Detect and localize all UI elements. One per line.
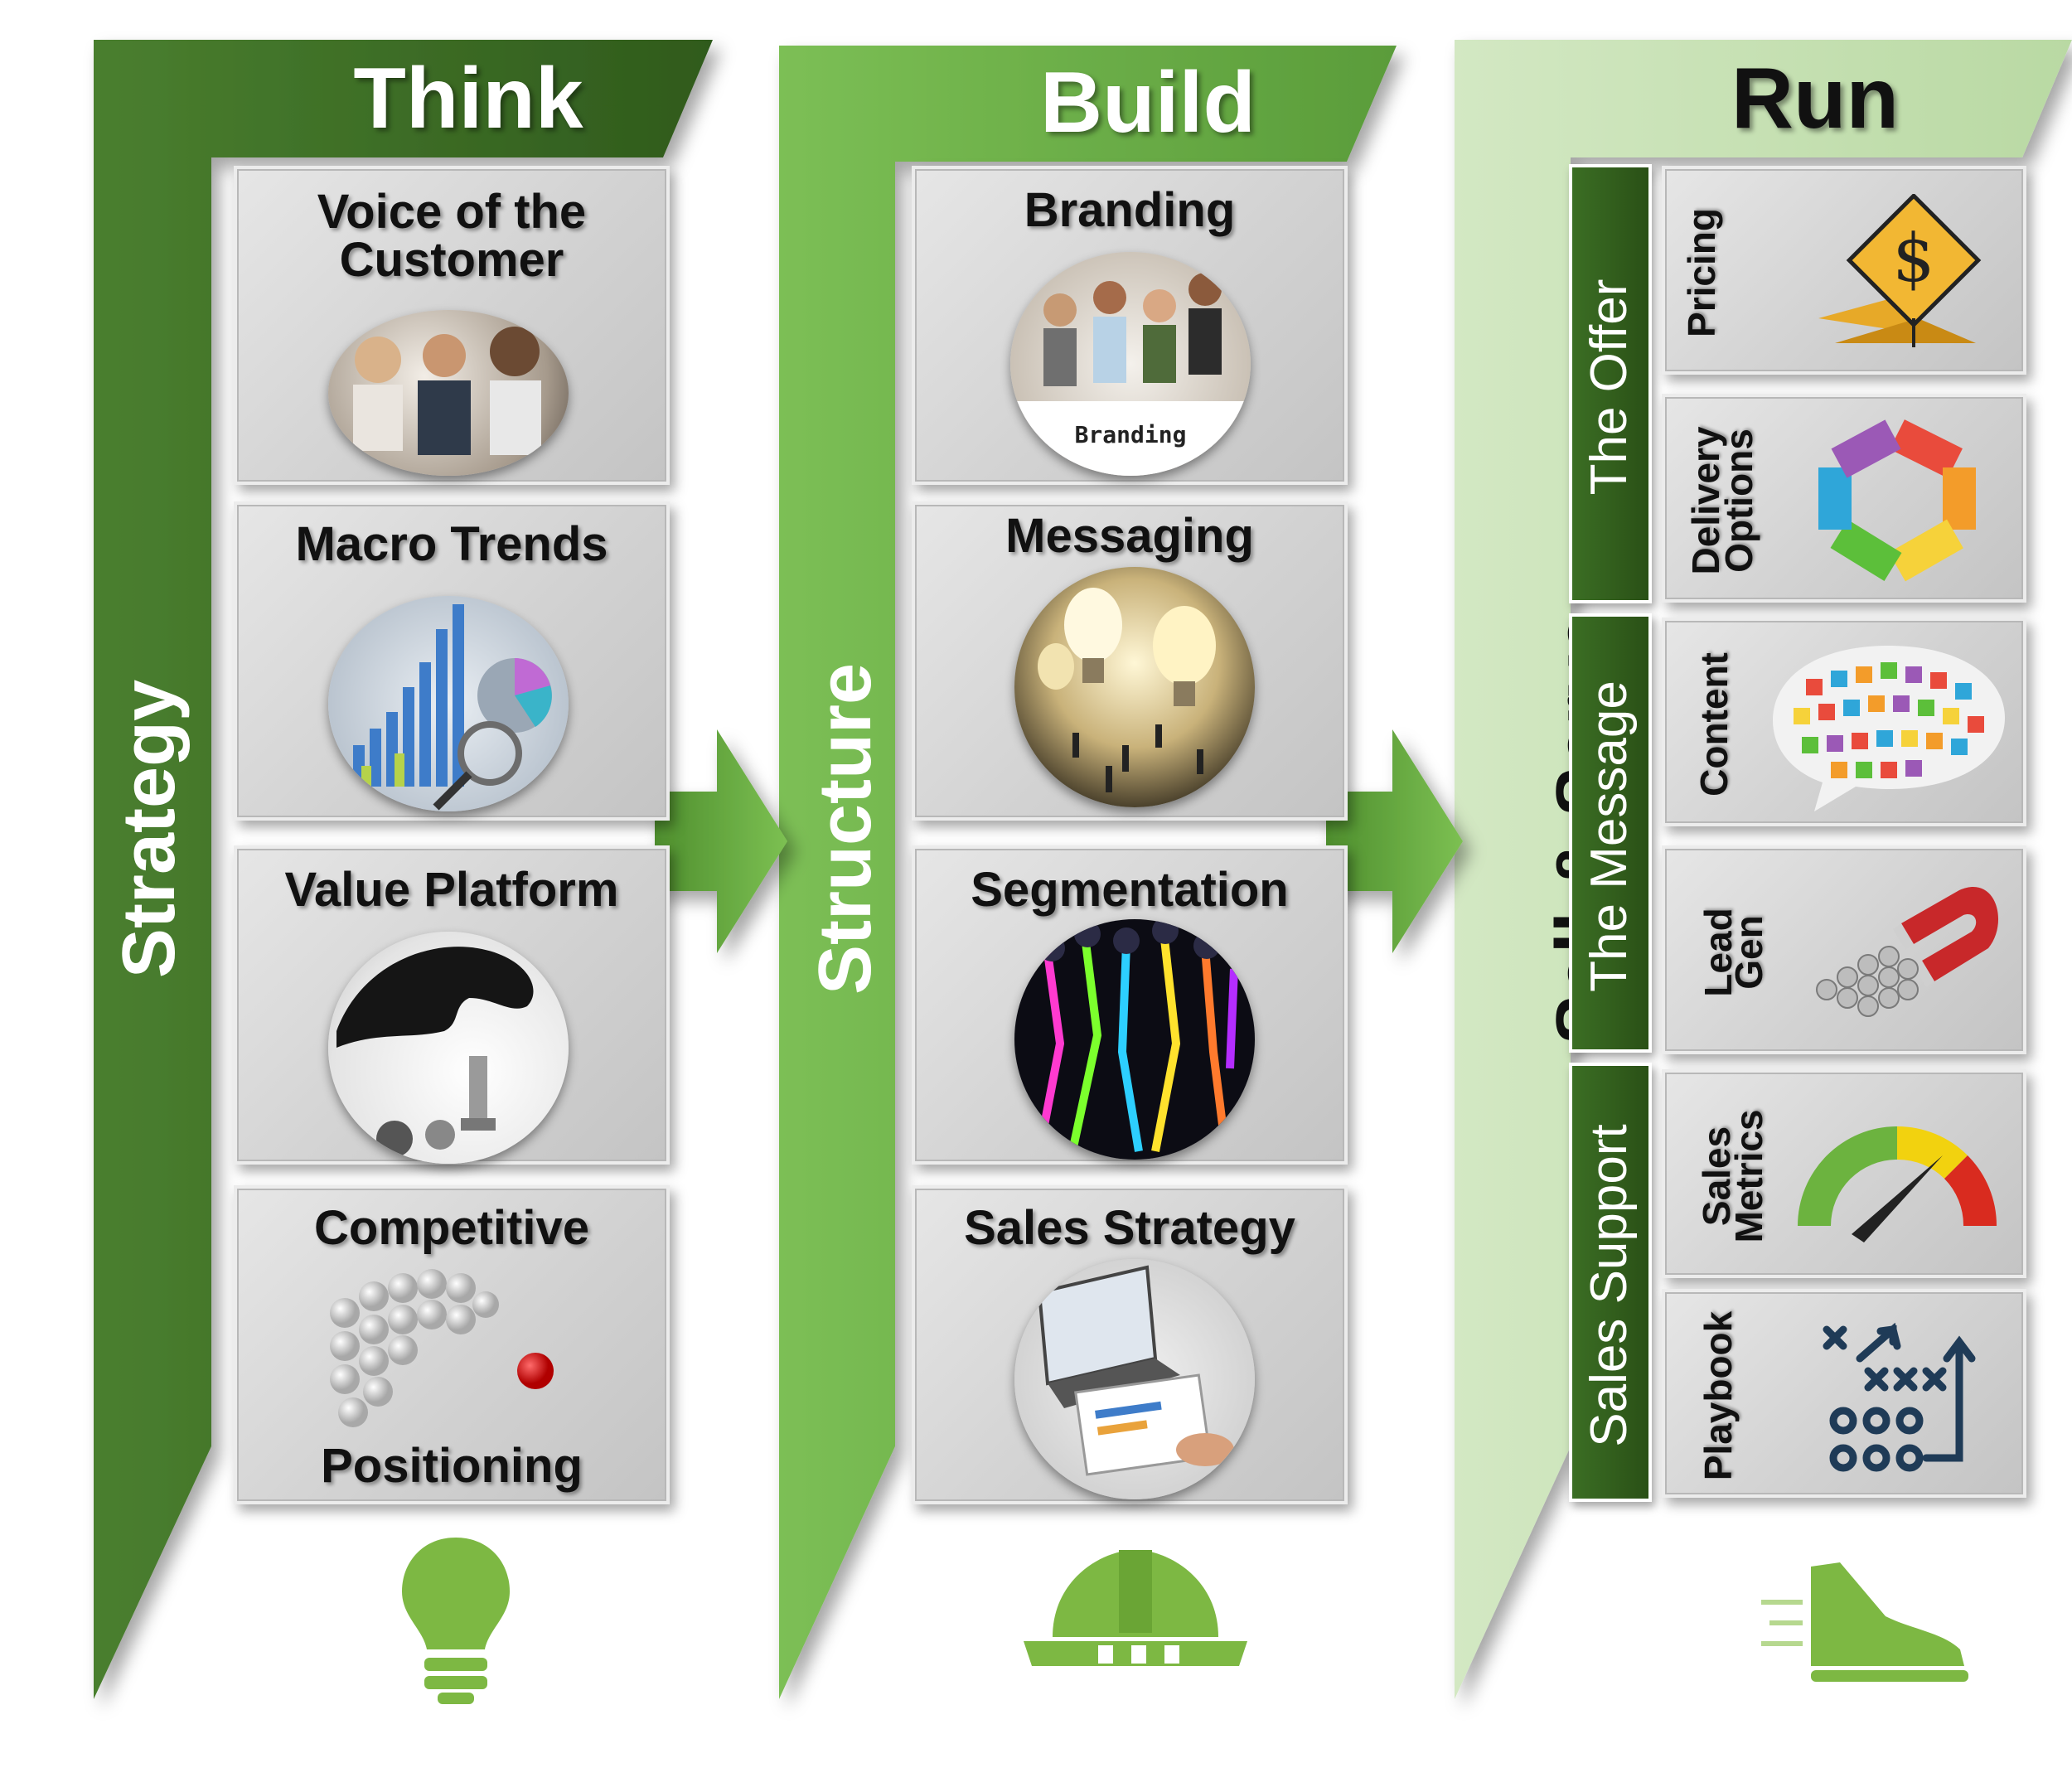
item-label-line2: Options — [1717, 429, 1760, 573]
group-label: Sales Support — [1581, 1124, 1638, 1447]
gauge-icon — [1798, 1126, 1997, 1242]
card-messaging: Messaging — [912, 501, 1348, 821]
dollar-sign-icon: $ — [1818, 194, 1982, 347]
running-shoe-icon — [1761, 1562, 1968, 1682]
item-sales-metrics: Sales Metrics — [1662, 1069, 2026, 1278]
card-title: Value Platform — [284, 863, 619, 917]
item-playbook: Playbook — [1662, 1289, 2026, 1498]
group-label: The Message — [1581, 680, 1638, 992]
lightbulb-icon — [402, 1538, 510, 1704]
card-title-top: Competitive — [314, 1201, 589, 1255]
people-branding-image: Branding — [1010, 252, 1251, 476]
group-label: The Offer — [1581, 278, 1638, 496]
card-title: Branding — [1024, 183, 1236, 237]
item-pricing: Pricing $ — [1662, 166, 2026, 375]
build-header: Build — [1040, 55, 1256, 151]
people-meeting-image — [328, 310, 569, 476]
segmented-ring-icon — [1818, 419, 1976, 582]
chess-hand-image — [328, 932, 569, 1164]
svg-text:$: $ — [1893, 220, 1935, 297]
light-bulbs-image — [1014, 567, 1255, 807]
item-lead-gen: Lead Gen — [1662, 845, 2026, 1054]
card-title-line1: Voice of the — [317, 185, 587, 239]
card-title: Segmentation — [971, 863, 1289, 917]
card-title-line2: Customer — [339, 233, 564, 287]
card-segmentation: Segmentation — [912, 845, 1348, 1165]
card-voice-of-customer: Voice of the Customer — [234, 166, 670, 485]
card-competitive-positioning: Competitive Positioning — [234, 1185, 670, 1504]
speech-bubble-icons — [1773, 646, 2005, 811]
laptop-documents-image — [1014, 1259, 1255, 1499]
item-delivery-options: Delivery Options — [1662, 394, 2026, 603]
card-title: Macro Trends — [295, 517, 608, 571]
item-content: Content — [1662, 618, 2026, 826]
card-title: Sales Strategy — [964, 1201, 1295, 1255]
think-header: Think — [353, 51, 583, 147]
structure-label: Structure — [804, 662, 887, 995]
strategy-label: Strategy — [108, 679, 191, 979]
playbook-icon — [1823, 1322, 1976, 1472]
card-macro-trends: Macro Trends — [234, 501, 670, 821]
bar-chart-trends-image — [328, 596, 569, 811]
run-header: Run — [1731, 51, 1900, 147]
svg-text:Branding: Branding — [1075, 421, 1187, 448]
card-title: Messaging — [1005, 509, 1254, 563]
item-label-line2: Metrics — [1727, 1109, 1770, 1243]
hard-hat-icon — [1024, 1550, 1247, 1666]
item-label: Playbook — [1697, 1310, 1740, 1481]
card-branding: Branding Branding — [912, 166, 1348, 485]
balls-red-dot-image — [328, 1263, 577, 1429]
card-value-platform: Value Platform — [234, 845, 670, 1165]
item-label: Content — [1692, 652, 1736, 797]
card-sales-strategy: Sales Strategy — [912, 1185, 1348, 1504]
group-sales-support: Sales Support — [1569, 1063, 1652, 1502]
magnet-icon — [1816, 887, 1999, 1017]
colorful-silhouettes-image — [1014, 919, 1255, 1160]
group-the-offer: The Offer — [1569, 164, 1652, 603]
group-the-message: The Message — [1569, 613, 1652, 1053]
card-title-bottom: Positioning — [321, 1439, 583, 1493]
item-label: Pricing — [1680, 208, 1723, 337]
item-label-line2: Gen — [1727, 915, 1770, 990]
